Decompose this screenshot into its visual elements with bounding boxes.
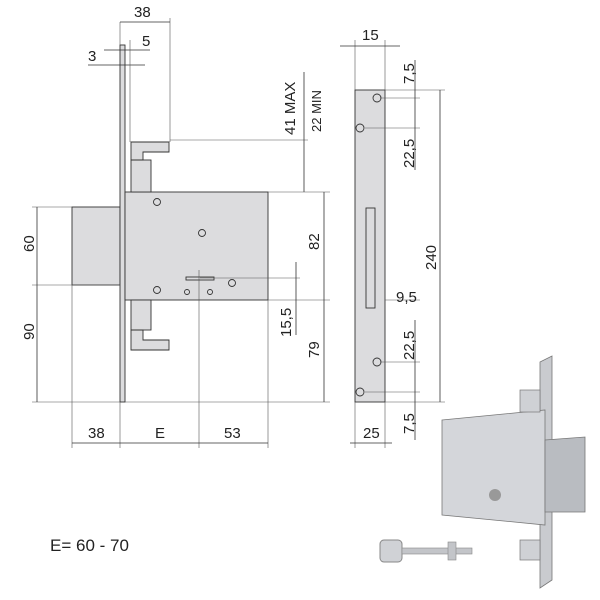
lock-product-image [441, 355, 586, 589]
key-slot [185, 276, 215, 281]
dimension-lines [32, 18, 330, 448]
screw-icon [372, 93, 382, 103]
dim-240: 240 [423, 245, 440, 270]
screw-icon [372, 357, 382, 367]
dim-38-bottom: 38 [88, 425, 105, 442]
dim-15-5: 15,5 [278, 308, 295, 337]
lock-case [124, 191, 269, 301]
dim-41-max: 41 MAX [282, 82, 299, 135]
dim-15: 15 [362, 27, 379, 44]
faceplate-side [119, 44, 126, 403]
dim-E: E [155, 425, 165, 442]
dim-7-5-top: 7,5 [401, 63, 418, 84]
dim-22-min: 22 MIN [309, 90, 324, 132]
dim-22-5-top: 22,5 [401, 139, 418, 168]
lock-front-view [71, 44, 269, 403]
upper-hook-bolt [130, 141, 170, 161]
lower-hook-bolt [130, 329, 170, 351]
dim-9-5: 9,5 [396, 289, 417, 306]
dim-25: 25 [363, 425, 380, 442]
upper-bolt-stem [130, 159, 152, 193]
deadbolt [71, 206, 121, 286]
hole [184, 289, 190, 295]
dim-3: 3 [88, 48, 96, 65]
bolt-slot [365, 207, 376, 309]
dim-7-5-bottom: 7,5 [401, 413, 418, 434]
screw-icon [153, 198, 161, 206]
dim-53: 53 [224, 425, 241, 442]
screw-icon [355, 387, 365, 397]
key-image [379, 539, 473, 563]
e-formula: E= 60 - 70 [50, 536, 129, 555]
dim-5: 5 [142, 33, 150, 50]
dim-79: 79 [306, 341, 323, 358]
dim-82: 82 [306, 233, 323, 250]
screw-icon [228, 279, 236, 287]
dim-60: 60 [21, 235, 38, 252]
dim-22-5-bottom: 22,5 [401, 331, 418, 360]
screw-icon [355, 123, 365, 133]
screw-icon [153, 286, 161, 294]
hole [207, 289, 213, 295]
lower-bolt-stem [130, 299, 152, 331]
dim-38-top: 38 [134, 4, 151, 21]
faceplate-view [340, 40, 445, 448]
dim-90: 90 [21, 323, 38, 340]
screw-icon [198, 229, 206, 237]
